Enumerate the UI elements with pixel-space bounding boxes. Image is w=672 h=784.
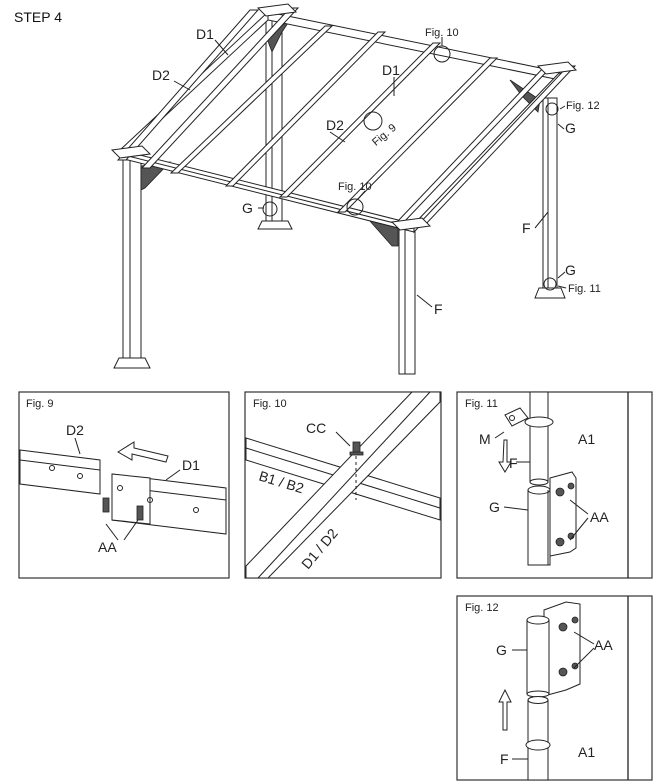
fig10-title: Fig. 10	[253, 398, 287, 410]
label-fig12: Fig. 12	[566, 100, 600, 112]
label-fig10-top: Fig. 10	[425, 27, 459, 39]
fig12-label-g: G	[496, 642, 507, 658]
fig12-title: Fig. 12	[465, 602, 499, 614]
label-f-bottom: F	[434, 301, 443, 317]
post-front-right	[398, 227, 416, 375]
fig10-label-cc: CC	[306, 420, 326, 436]
fig9-label-d1: D1	[182, 457, 200, 473]
fig12-label-f: F	[500, 751, 509, 767]
fig12-label-aa: AA	[594, 637, 613, 653]
label-fig10-mid: Fig. 10	[338, 181, 372, 193]
post-back-right	[534, 97, 566, 299]
fig11-title: Fig. 11	[465, 398, 498, 410]
fig9-label-aa: AA	[98, 539, 117, 555]
fig10-panel: Fig. 10 CC B1 / B2 D1 / D2	[244, 391, 442, 579]
fig11-label-f: F	[509, 455, 518, 471]
label-d2-left: D2	[152, 67, 170, 83]
label-fig9: Fig. 9	[370, 122, 399, 149]
fig11-label-a1: A1	[578, 431, 595, 447]
label-g-right-top: G	[565, 120, 576, 136]
label-d1-left: D1	[196, 26, 214, 42]
fig12-panel: Fig. 12 G AA A1 F	[456, 595, 653, 781]
label-d2-mid: D2	[326, 117, 344, 133]
fig11-panel: Fig. 11 M A1 F G AA	[456, 391, 653, 579]
fig12-label-a1: A1	[578, 744, 595, 760]
label-g-right-bottom: G	[565, 262, 576, 278]
fig11-label-g: G	[489, 499, 500, 515]
label-f-right: F	[522, 220, 531, 236]
label-d1-mid: D1	[382, 62, 400, 78]
label-fig11: Fig. 11	[568, 283, 601, 295]
fig9-title: Fig. 9	[26, 398, 54, 410]
post-caps	[110, 3, 578, 231]
fig10-bolt-cc	[349, 441, 364, 500]
fig9-bolts	[102, 497, 144, 521]
fig11-label-m: M	[479, 431, 491, 447]
label-g-left: G	[242, 200, 253, 216]
post-front-left	[113, 159, 151, 369]
fig9-panel: Fig. 9 D2 D1 AA	[18, 391, 230, 579]
step-title: STEP 4	[14, 9, 62, 25]
post-back-left	[257, 15, 293, 230]
fig11-label-aa: AA	[590, 509, 609, 525]
roof-crossbars	[116, 7, 577, 227]
fig9-label-d2: D2	[66, 422, 84, 438]
pergola-figure: D1 D2 D1 D2 Fig. 10 Fig. 9 Fig. 10 Fig. …	[110, 3, 601, 375]
